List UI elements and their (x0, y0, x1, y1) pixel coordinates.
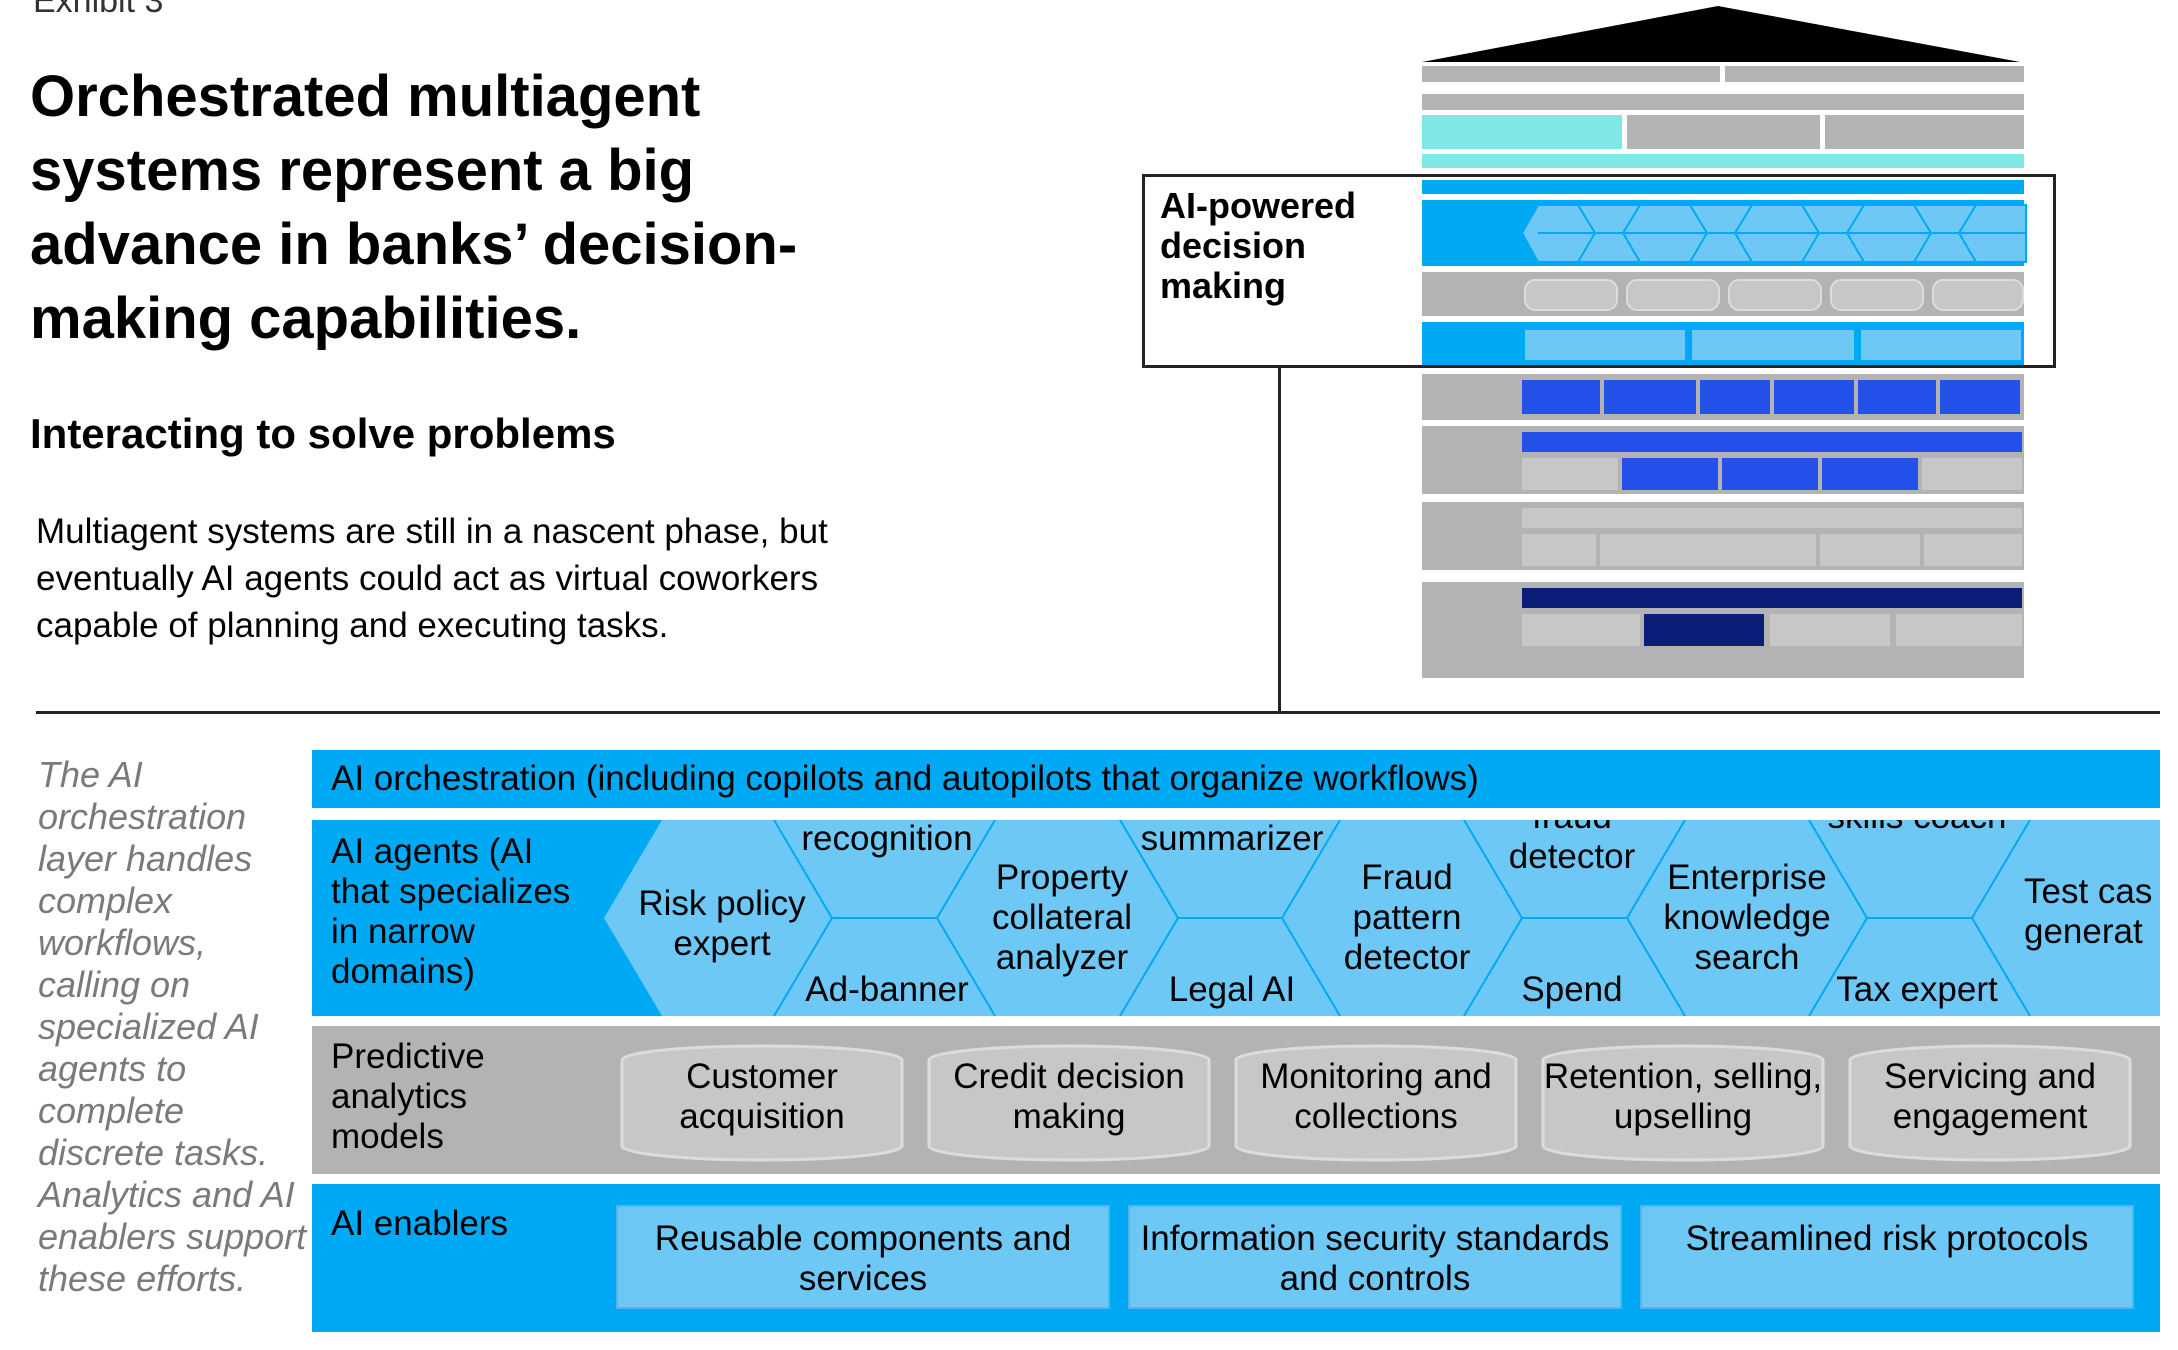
hex-dividers (1577, 204, 1977, 263)
floor-blocks (1622, 458, 1918, 490)
section-subtitle: Interacting to solve problems (30, 410, 616, 457)
exhibit-label: Exhibit 3 (33, 0, 164, 20)
agent-cell: Ad-banner (805, 970, 969, 1009)
agent-cell: Property collateral analyzer (991, 858, 1133, 977)
enabler-box: Information security standards and contr… (1128, 1205, 1622, 1309)
enabler-box: Streamlined risk protocols (1640, 1205, 2134, 1309)
description-text: Multiagent systems are still in a nascen… (36, 512, 828, 645)
agent-hexagons (1520, 204, 2027, 263)
floor-segment (1725, 66, 2024, 82)
predictive-item: Customer acquisition (679, 1057, 845, 1136)
hex-fill (604, 820, 2160, 1016)
predictive-item: Retention, selling, upselling (1543, 1057, 1823, 1136)
floor-segment (1422, 94, 2024, 110)
floor-segment (1825, 115, 2024, 149)
floor-blocks (1522, 508, 2022, 566)
orchestration-band: AI orchestration (including copilots and… (312, 750, 2160, 808)
floor-segment (1627, 115, 1820, 149)
floor-segment (1422, 66, 1720, 82)
agent-cell: Spend (1521, 970, 1623, 1009)
predictive-item: Monitoring and collections (1260, 1057, 1492, 1136)
agent-cell: Legal AI (1168, 970, 1296, 1009)
enabler-blocks (1525, 330, 2021, 360)
floor-blocks (1522, 380, 2020, 414)
orchestration-label: AI orchestration (including copilots and… (331, 759, 1479, 798)
agent-cell: Fraud pattern detector (1343, 858, 1471, 977)
callout-label: AI-powered decision making (1160, 185, 1357, 306)
page-title: Orchestrated multiagent systems represen… (30, 64, 798, 351)
enabler-item: Streamlined risk protocols (1685, 1219, 2089, 1258)
leader-line (1278, 368, 1281, 713)
predictive-item: Credit decision making (953, 1057, 1185, 1136)
agent-cell: skills coach (1812, 820, 2022, 837)
agents-label: AI agents (AI that specializes in narrow… (331, 832, 571, 991)
floor-block (1522, 588, 2022, 608)
enablers-label: AI enablers (331, 1204, 509, 1243)
agent-cell: recognition (801, 820, 973, 858)
floor-block (1644, 614, 1764, 646)
predictive-label: Predictive analytics models (331, 1037, 485, 1156)
floor-block (1522, 432, 2022, 452)
building-illustration (1422, 6, 2027, 678)
callout-box (1142, 174, 2056, 368)
agents-band: AI agents (AI that specializes in narrow… (312, 820, 2160, 1016)
agent-cell: Tax expert (1836, 970, 1998, 1009)
enabler-box: Reusable components and services (616, 1205, 1110, 1309)
agent-cell: Enterprise knowledge search (1663, 858, 1831, 977)
hex-lines (773, 820, 2031, 1016)
enabler-item: Information security standards and contr… (1140, 1219, 1610, 1298)
agent-cell: fraud detector (1508, 820, 1636, 876)
floor-blocks (1522, 458, 2022, 490)
agent-honeycomb (604, 820, 2160, 1016)
agent-cell: Risk policy expert (638, 884, 806, 963)
agent-cell: summarizer (1140, 820, 1324, 858)
floor-orchestration (1422, 180, 2024, 194)
floor-segment (1422, 154, 2024, 168)
floor-blocks (1522, 614, 2022, 646)
agent-cell: Test cas generat (2024, 872, 2153, 951)
floor-segment (1422, 115, 1622, 149)
predictive-item: Servicing and engagement (1883, 1057, 2097, 1136)
side-note: The AI orchestration layer handles compl… (38, 754, 307, 1299)
enabler-item: Reusable components and services (654, 1219, 1072, 1298)
predictive-cylinders (1524, 279, 2024, 311)
divider-rule (36, 711, 2160, 714)
building-roof (1422, 6, 2020, 62)
